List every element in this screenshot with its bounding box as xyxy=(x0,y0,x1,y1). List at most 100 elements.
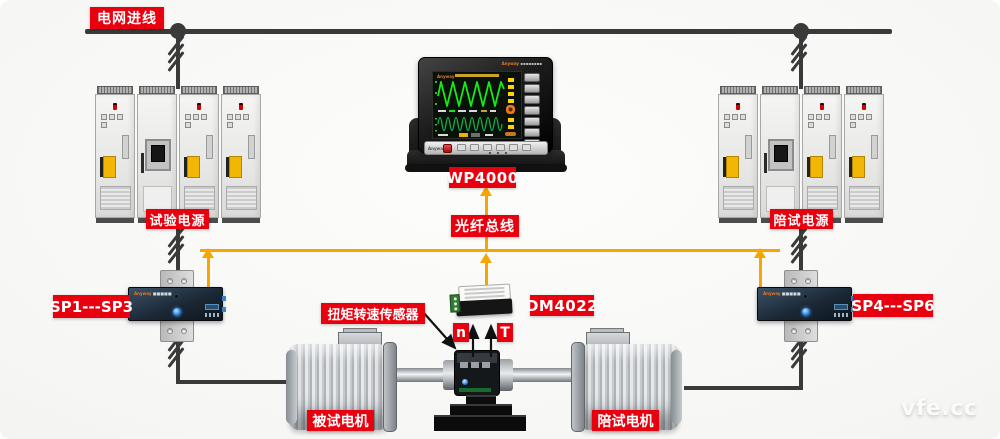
label-wp4000: WP4000 xyxy=(446,167,519,188)
wp4000-screen: Anyway xyxy=(432,71,522,139)
cabinet-vent xyxy=(804,86,840,94)
fiber-port xyxy=(222,296,226,301)
shaft-right xyxy=(500,368,576,382)
door-handle xyxy=(849,156,865,178)
brand-logo: Anyway xyxy=(428,146,446,151)
coupling-left xyxy=(443,360,456,390)
fiber-arrow xyxy=(480,253,492,263)
function-key xyxy=(524,73,540,82)
panel-button xyxy=(457,144,466,151)
function-key xyxy=(524,95,540,104)
door-handle xyxy=(807,156,823,178)
panel-button xyxy=(483,144,492,151)
cabinet-group-test-power xyxy=(95,86,263,223)
fiber-arrow xyxy=(202,248,214,258)
svg-text:Anyway: Anyway xyxy=(437,74,455,79)
door-handle xyxy=(184,156,200,178)
panel-button xyxy=(522,144,531,151)
fiber-bus-line xyxy=(200,249,780,252)
status-led xyxy=(173,308,181,316)
cabinet-door xyxy=(137,94,177,218)
cabinet-screen xyxy=(145,139,171,171)
panel-button xyxy=(496,144,505,151)
motor-flange xyxy=(383,342,397,432)
signal-arrows xyxy=(422,311,498,357)
watermark: vfe.cc xyxy=(901,396,978,421)
door-handle xyxy=(100,156,116,178)
cabinet xyxy=(95,86,135,223)
brand-logo: Anyway ▪▪▪▪▪▪▪▪ xyxy=(501,61,542,66)
feeder-left-mid xyxy=(176,226,180,290)
cabinet-control xyxy=(760,86,800,223)
fiber-riser-left xyxy=(207,258,210,288)
label-dm4022: DM4022 xyxy=(525,295,599,316)
cabinet-grille xyxy=(849,186,880,210)
label-companion-motor: 陪试电机 xyxy=(592,410,659,431)
breaker-symbol xyxy=(164,227,188,264)
fiber-riser-transducer xyxy=(485,262,488,288)
cabinet xyxy=(718,86,758,223)
cabinet xyxy=(221,86,261,223)
panel-button xyxy=(509,144,518,151)
breaker-symbol xyxy=(787,332,811,369)
cabinet-door xyxy=(844,94,884,218)
label-grid-incoming: 电网进线 xyxy=(90,7,164,29)
fiber-arrow xyxy=(480,186,492,196)
label-companion-power: 陪试电源 xyxy=(770,209,833,229)
function-key xyxy=(524,128,540,137)
label-sp-left: SP1---SP3 xyxy=(50,295,133,318)
sp-converter-left: Anyway ■■■■■ xyxy=(128,287,226,321)
waveform-lower xyxy=(437,116,503,132)
power-led xyxy=(113,103,117,110)
cabinet-grille xyxy=(226,186,257,210)
shaft-left xyxy=(392,368,452,382)
cabinet-grille xyxy=(100,186,131,210)
status-led xyxy=(802,308,810,316)
motor-cable-right xyxy=(684,386,803,390)
door-handle xyxy=(226,156,242,178)
wp4000-function-keys xyxy=(524,73,540,150)
cabinet-grille xyxy=(723,186,754,210)
wp4000-control-strip: Anyway xyxy=(424,141,548,155)
cabinet-vent xyxy=(97,86,133,94)
power-led xyxy=(862,103,866,110)
label-torque-sensor: 扭矩转速传感器 xyxy=(321,303,425,324)
cabinet-vent xyxy=(181,86,217,94)
sensor-led xyxy=(462,379,468,385)
door-handle xyxy=(723,156,739,178)
cabinet-vent xyxy=(762,86,798,94)
cabinet-grille xyxy=(807,186,838,210)
cabinet xyxy=(179,86,219,223)
power-led xyxy=(197,103,201,110)
cabinet xyxy=(802,86,842,223)
fiber-port xyxy=(222,307,226,312)
cabinet-door xyxy=(221,94,261,218)
cabinet-control xyxy=(137,86,177,223)
cabinet xyxy=(844,86,884,223)
cabinet-vent xyxy=(223,86,259,94)
cabinet-vent xyxy=(720,86,756,94)
breaker-symbol xyxy=(787,35,811,72)
waveform-upper xyxy=(437,81,505,107)
function-key xyxy=(524,84,540,93)
sensor-pedestal xyxy=(434,415,526,431)
fiber-arrow xyxy=(754,248,766,258)
breaker-symbol xyxy=(164,331,188,368)
grid-bus-line xyxy=(85,29,892,34)
feeder-right-mid xyxy=(799,226,803,290)
brand-logo: Anyway ■■■■■ xyxy=(134,291,172,296)
motor-flange xyxy=(571,342,585,432)
panel-button xyxy=(470,144,479,151)
motor-cable-left xyxy=(176,380,294,384)
label-speed-n: n xyxy=(453,323,469,342)
cabinet-door xyxy=(95,94,135,218)
cabinet-grille xyxy=(184,186,215,210)
door-handle xyxy=(764,153,767,173)
brand-logo: Anyway ■■■■■ xyxy=(763,291,801,296)
breaker-symbol xyxy=(787,227,811,264)
cabinet-group-companion-power xyxy=(718,86,886,223)
function-key xyxy=(524,117,540,126)
label-test-power: 试验电源 xyxy=(146,209,209,229)
power-led xyxy=(820,103,824,110)
